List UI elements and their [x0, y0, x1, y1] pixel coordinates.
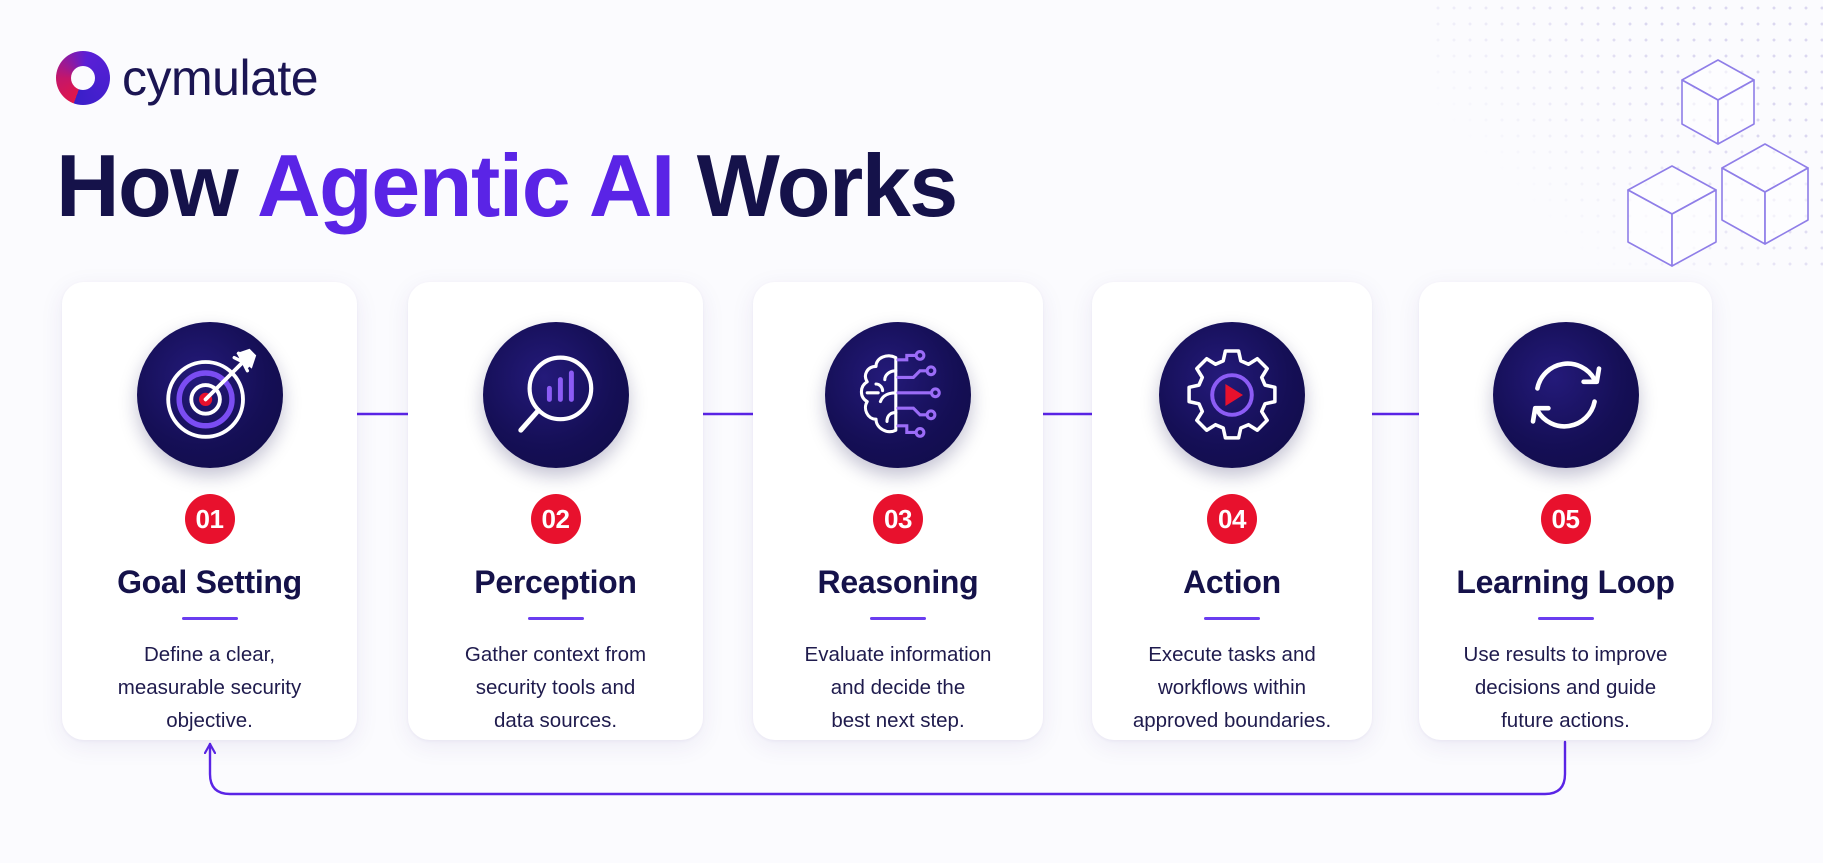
step-card-goal-setting: 01 Goal Setting Define a clear, measurab…	[62, 282, 357, 740]
brand-name: cymulate	[122, 50, 319, 106]
step-description: Use results to improve decisions and gui…	[1463, 643, 1668, 732]
title-part-2: Works	[696, 136, 958, 235]
step-icon-badge	[1159, 322, 1305, 468]
step-description: Define a clear, measurable security obje…	[117, 643, 302, 732]
step-description: Execute tasks and workflows within appro…	[1132, 643, 1332, 732]
target-icon	[165, 348, 256, 439]
step-card-learning-loop: 05 Learning Loop Use results to improve …	[1419, 282, 1712, 740]
step-icon-badge	[136, 322, 283, 468]
step-number-badge: 03	[873, 494, 923, 544]
step-number-badge: 04	[1207, 494, 1257, 544]
step-number-badge: 05	[1540, 494, 1591, 544]
step-title: Reasoning	[817, 564, 979, 600]
step-title: Goal Setting	[117, 564, 302, 600]
step-icon-badge	[1492, 322, 1639, 468]
gear-play-icon	[1187, 349, 1277, 440]
step-number-badge: 02	[530, 494, 581, 544]
magnifier-chart-icon	[517, 355, 593, 433]
brain-circuit-icon	[859, 350, 941, 438]
step-icon-badge	[482, 322, 629, 468]
cubes-icon	[1627, 59, 1809, 267]
step-card-reasoning: 03 Reasoning Evaluate information and de…	[753, 282, 1043, 740]
ring-logo-icon	[56, 51, 110, 105]
step-title: Action	[1183, 564, 1281, 600]
title-underline	[870, 617, 926, 620]
title-underline	[181, 617, 238, 620]
title-accent: Agentic AI	[256, 136, 675, 235]
step-title: Learning Loop	[1456, 564, 1675, 600]
title-underline	[1537, 617, 1594, 620]
step-title: Perception	[474, 564, 637, 600]
title-underline	[527, 617, 584, 620]
title-underline	[1204, 617, 1260, 620]
step-card-action: 04 Action Execute tasks and workflows wi…	[1092, 282, 1372, 740]
feedback-loop-arrow	[210, 740, 1567, 796]
title-part-1: How	[56, 136, 239, 235]
step-number-badge: 01	[184, 494, 235, 544]
step-icon-badge	[825, 322, 971, 468]
step-card-perception: 02 Perception Gather context from securi…	[408, 282, 703, 740]
page-title: How Agentic AI Works	[56, 142, 958, 230]
refresh-cycle-icon	[1530, 361, 1601, 429]
brand-logo: cymulate	[56, 48, 319, 108]
step-description: Evaluate information and decide the best…	[804, 643, 992, 732]
step-description: Gather context from security tools and d…	[464, 643, 647, 732]
